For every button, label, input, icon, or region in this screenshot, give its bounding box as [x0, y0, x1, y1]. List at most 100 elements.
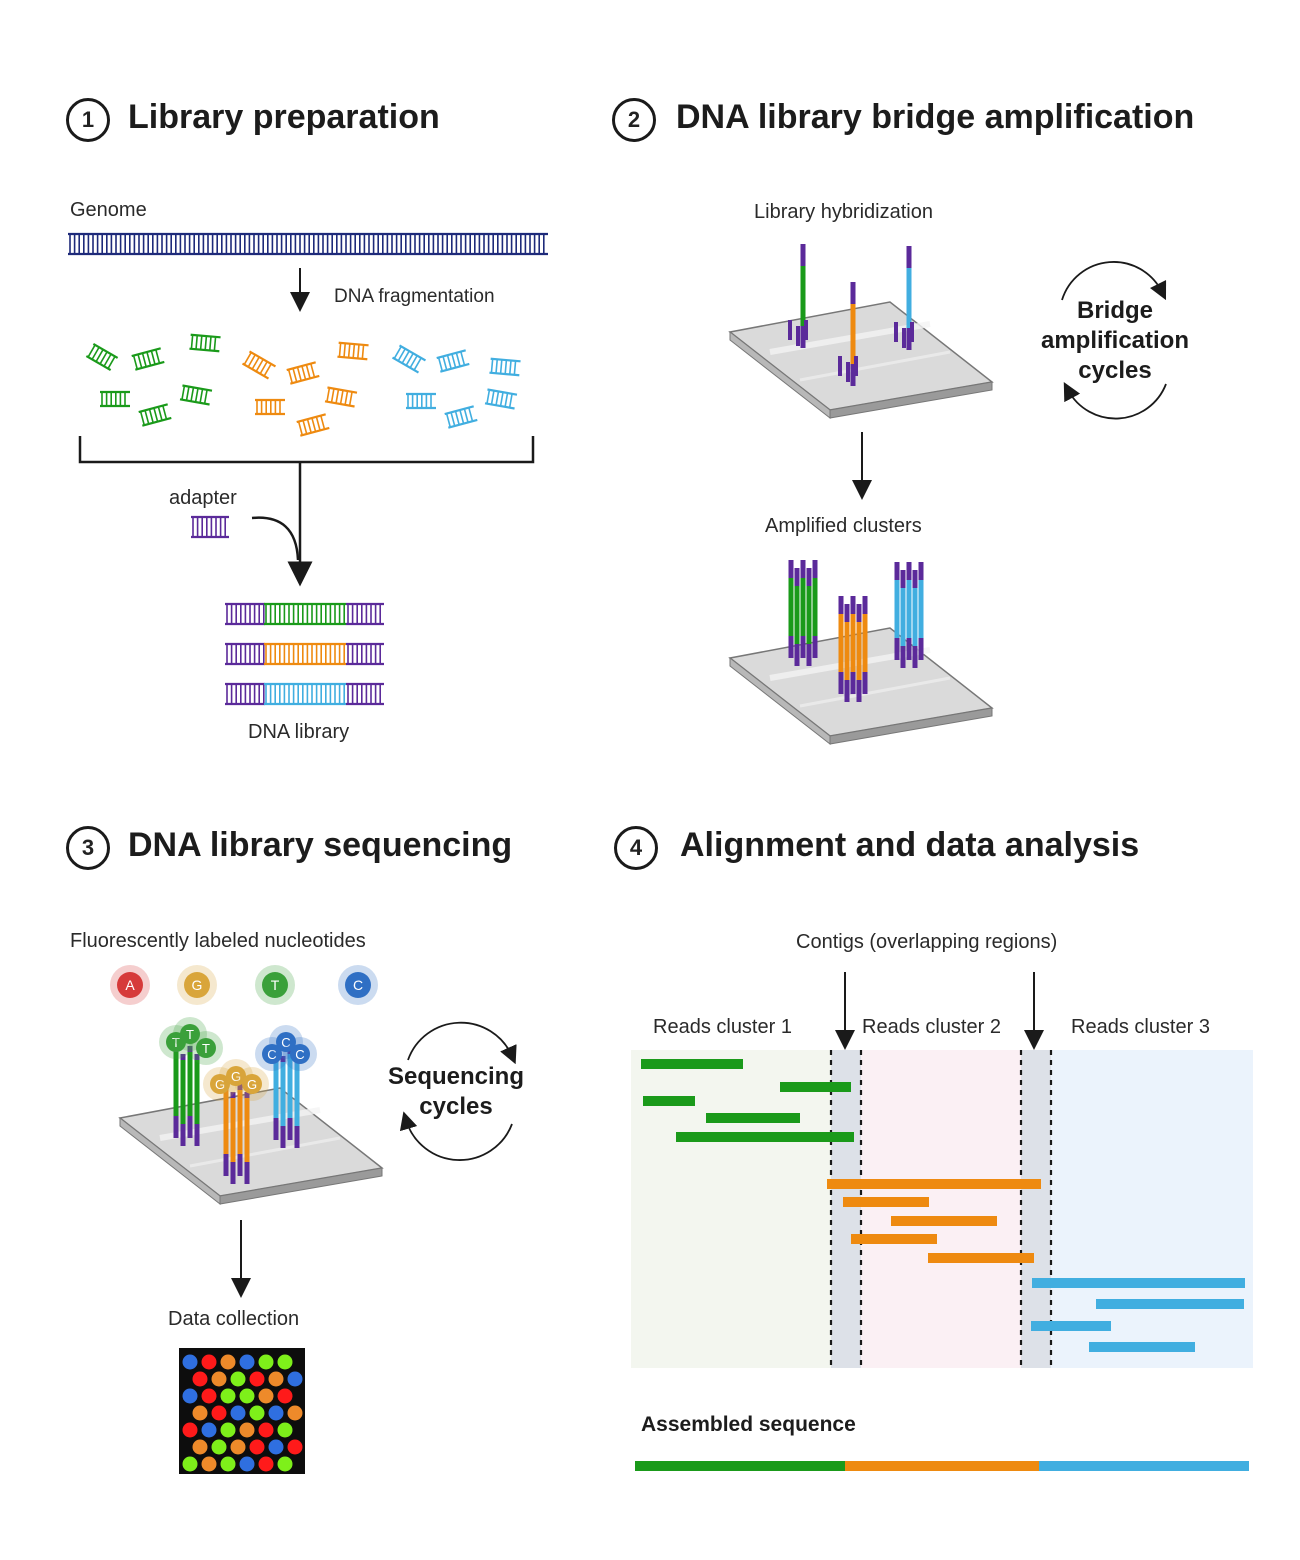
- dna-fragment-10-rung: [315, 416, 321, 431]
- dna-fragment-0-rung: [87, 344, 96, 358]
- dna-fragment-1: [131, 347, 165, 371]
- dna-fragment-0-rail-bottom: [85, 355, 112, 372]
- sequence-read-9: [928, 1253, 1034, 1263]
- cluster-green-strand-0-adapter-bottom: [788, 636, 794, 658]
- dna-fragment-1-rung: [155, 349, 161, 364]
- cluster-signal-dot: [220, 1354, 236, 1370]
- bound-c-1-letter: C: [281, 1035, 290, 1050]
- seq-bundle-t-strand-1-adapter-top: [180, 1054, 186, 1060]
- cluster-orange-strand-4-adapter-top: [862, 596, 868, 614]
- dna-fragment-6-rung: [243, 352, 252, 365]
- hybridized-strand-orange: [850, 282, 856, 386]
- dna-fragment-11-rung: [348, 391, 353, 406]
- cluster-blue-strand-4-adapter-bottom: [918, 638, 924, 660]
- cycles-line-3: cycles: [1078, 357, 1152, 384]
- seq-bundle-c-strand-0-adapter-bottom: [273, 1118, 279, 1140]
- surface-oligos-2-stub: [846, 362, 850, 382]
- cluster-signal-dot: [287, 1439, 303, 1455]
- bound-g-2-letter: G: [247, 1077, 257, 1092]
- step-2-circle: 2: [612, 98, 656, 142]
- region-overlap-2: [1021, 1050, 1051, 1368]
- sequence-read-2: [643, 1096, 695, 1106]
- cluster-signal-dot: [277, 1354, 293, 1370]
- bridge-amplification-cycles-label: Bridge amplification cycles: [1030, 296, 1200, 386]
- dna-fragment-13-rung: [455, 352, 461, 367]
- dna-fragment-0-rung: [91, 346, 100, 360]
- dna-fragment-5-rung: [185, 386, 190, 401]
- seq-bundle-g-strand-0-adapter-bottom: [223, 1154, 229, 1176]
- dna-fragment-0: [85, 342, 119, 372]
- sequence-read-1: [780, 1082, 851, 1092]
- dna-fragment-12-rung: [397, 348, 406, 362]
- surface-oligos-3-stub: [894, 322, 898, 342]
- bridge-cycle-arrow-top: [1061, 261, 1167, 301]
- dna-fragment-17-rung: [495, 391, 500, 406]
- surface-oligos-1-stub: [796, 326, 800, 346]
- sequencing-cycles-label: Sequencing cycles: [378, 1062, 534, 1122]
- sequence-read-6: [843, 1197, 929, 1207]
- dna-fragment-7-rung: [287, 369, 294, 384]
- cluster-orange-strand-0: [838, 596, 844, 694]
- cluster-signal-dot: [249, 1439, 265, 1455]
- cluster-blue-strand-2-insert: [906, 580, 912, 638]
- seq-bundle-c-strand-1-adapter-bottom: [280, 1126, 286, 1148]
- adapter-merge-curve: [251, 516, 300, 561]
- hybridized-strand-blue-insert: [906, 268, 912, 328]
- cluster-green-strand-2-adapter-bottom: [800, 636, 806, 658]
- sequence-read-13: [1089, 1342, 1195, 1352]
- cluster-orange-strand-1-insert: [844, 622, 850, 680]
- seq-bundle-t-strand-1-adapter-bottom: [180, 1124, 186, 1146]
- cluster-blue-strand-3-insert: [912, 588, 918, 646]
- dna-fragment-3: [100, 390, 130, 408]
- seq-bundle-t-strand-2-adapter-top: [187, 1046, 193, 1052]
- assembled-segment-green: [635, 1461, 845, 1471]
- cluster-green-strand-1-adapter-bottom: [794, 644, 800, 666]
- library-adapter-left-0: [225, 602, 265, 626]
- library-adapter-left-2: [225, 682, 265, 706]
- reads-cluster-1-label: Reads cluster 1: [653, 1016, 792, 1038]
- surface-oligos-3-stub: [910, 322, 914, 342]
- cluster-signal-dot: [287, 1371, 303, 1387]
- cluster-blue-strand-1: [900, 570, 906, 668]
- cluster-green-strand-3-adapter-bottom: [806, 644, 812, 666]
- dna-fragment-4-rung: [148, 409, 154, 423]
- nucleotide-a-icon: A: [117, 972, 143, 998]
- amplified-clusters-label: Amplified clusters: [765, 515, 922, 537]
- seq-bundle-c-strand-3-insert: [294, 1062, 300, 1126]
- cluster-blue-strand-2-adapter-top: [906, 562, 912, 580]
- surface-oligos-1-stub: [804, 320, 808, 340]
- flow-cell-top-edge-side: [729, 330, 831, 420]
- dna-fragment-16-rung: [450, 412, 456, 427]
- library-insert-2: [264, 682, 346, 706]
- dna-fragment-8-rung: [338, 342, 342, 357]
- dna-fragment-6-rung: [259, 361, 268, 375]
- dna-fragment-2-rung: [199, 335, 203, 350]
- dna-fragment-10: [296, 413, 330, 437]
- dna-fragment-6-rung: [263, 363, 272, 377]
- seq-bundle-c-strand-2-insert: [287, 1054, 293, 1118]
- dna-fragment-14-rung: [513, 360, 517, 375]
- dna-fragment-17: [484, 388, 518, 410]
- assembled-sequence-label: Assembled sequence: [641, 1413, 856, 1436]
- dna-fragment-11-rung: [344, 390, 349, 405]
- seq-bundle-g-strand-1: [230, 1092, 236, 1184]
- library-adapter-left-1: [225, 642, 265, 666]
- seq-bundle-t-strand-0-insert: [173, 1052, 179, 1116]
- cluster-orange-strand-0-adapter-top: [838, 596, 844, 614]
- dna-fragment-12-rung: [413, 357, 422, 371]
- seq-bundle-t-strand-3: [194, 1054, 200, 1146]
- seq-bundle-c-strand-3-adapter-bottom: [294, 1126, 300, 1148]
- dna-fragment-13-rung: [437, 357, 444, 372]
- dna-fragment-10-rung: [297, 421, 304, 436]
- cluster-green-strand-2: [800, 560, 806, 658]
- cluster-green-strand-3: [806, 568, 812, 666]
- dna-fragment-14-rung: [495, 359, 499, 374]
- genome-label: Genome: [70, 199, 147, 221]
- library-adapter-right-2: [346, 682, 384, 706]
- surface-oligos-1: [788, 320, 808, 346]
- cluster-signal-dot: [230, 1371, 246, 1387]
- nucleotide-c-icon: C: [345, 972, 371, 998]
- cluster-green-strand-4-insert: [812, 578, 818, 636]
- cluster-signal-dot: [211, 1439, 227, 1455]
- dna-fragment-10-rung: [302, 420, 308, 435]
